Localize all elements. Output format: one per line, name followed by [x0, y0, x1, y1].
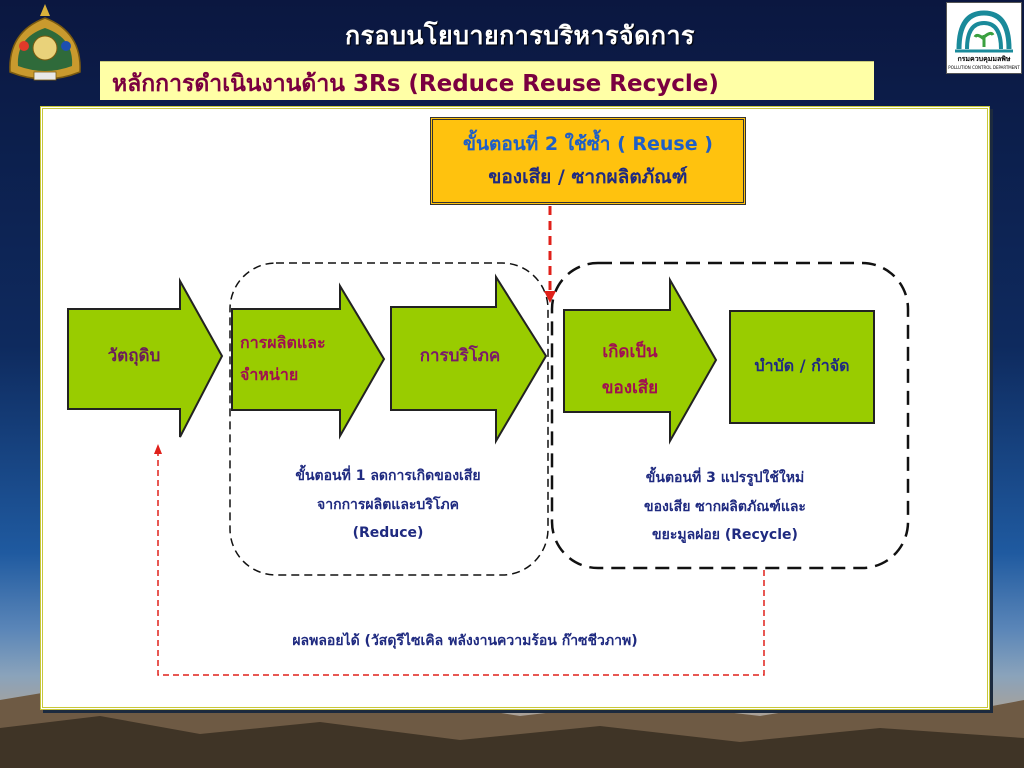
- consumption-label: การบริโภค: [419, 346, 501, 366]
- reduce-caption-line2: จากการผลิตและบริโภค: [317, 496, 459, 513]
- reduce-caption-line3: (Reduce): [352, 525, 424, 542]
- reuse-step-box: ขั้นตอนที่ 2 ใช้ซ้ำ ( Reuse ) ของเสีย / …: [430, 117, 746, 205]
- waste-label: เกิดเป็น ของเสีย: [574, 335, 686, 406]
- waste-label-line2: ของเสีย: [601, 377, 659, 398]
- pcd-logo-icon: กรมควบคุมมลพิษ POLLUTION CONTROL DEPARTM…: [948, 10, 1020, 70]
- royal-emblem-icon: [9, 4, 81, 81]
- pcd-logo-english-text: POLLUTION CONTROL DEPARTMENT: [948, 65, 1020, 70]
- recycle-caption: ขั้นตอนที่ 3 แปรรูปใช้ใหม่ ของเสีย ซากผล…: [590, 464, 860, 550]
- reduce-caption-line1: ขั้นตอนที่ 1 ลดการเกิดของเสีย: [295, 468, 481, 484]
- raw-material-arrow: [67, 277, 224, 438]
- reduce-region: [229, 262, 549, 576]
- recycle-caption-line3: ขยะมูลฝอย (Recycle): [652, 527, 798, 544]
- reuse-step-title: ขั้นตอนที่ 2 ใช้ซ้ำ ( Reuse ): [463, 132, 713, 155]
- recycle-region: [550, 261, 910, 570]
- byproduct-loop-line: [157, 452, 765, 676]
- production-label-line2: จำหน่าย: [240, 365, 299, 384]
- recycle-caption-line2: ของเสีย ซากผลิตภัณฑ์และ: [644, 498, 806, 515]
- recycle-caption-line1: ขั้นตอนที่ 3 แปรรูปใช้ใหม่: [645, 470, 805, 486]
- disposal-box: [729, 310, 875, 424]
- page-title: กรอบนโยบายการบริหารจัดการ: [344, 21, 695, 50]
- consumption-arrow: [390, 273, 548, 445]
- raw-material-label: วัตถุดิบ: [107, 346, 161, 366]
- production-label: การผลิตและ จำหน่าย: [240, 327, 360, 391]
- pcd-logo-thai-text: กรมควบคุมมลพิษ: [957, 55, 1010, 63]
- reduce-caption: ขั้นตอนที่ 1 ลดการเกิดของเสีย จากการผลิต…: [250, 462, 526, 548]
- waste-label-line1: เกิดเป็น: [602, 342, 658, 362]
- production-label-line1: การผลิตและ: [240, 333, 326, 352]
- production-arrow: [231, 282, 386, 440]
- reuse-step-detail: ของเสีย / ซากผลิตภัณฑ์: [488, 166, 688, 188]
- waste-arrow: [563, 276, 718, 445]
- subtitle-text: หลักการดำเนินงานด้าน 3Rs (Reduce Reuse R…: [112, 71, 719, 97]
- subtitle-banner: หลักการดำเนินงานด้าน 3Rs (Reduce Reuse R…: [100, 61, 874, 100]
- disposal-label: บำบัด / กำจัด: [754, 356, 850, 375]
- pollution-control-logo: กรมควบคุมมลพิษ POLLUTION CONTROL DEPARTM…: [946, 2, 1022, 74]
- byproduct-caption: ผลพลอยได้ (วัสดุรีไซเคิล พลังงานความร้อน…: [292, 633, 638, 649]
- byproduct-loop-arrowhead: [154, 444, 162, 454]
- reuse-connector-arrowhead: [544, 291, 556, 303]
